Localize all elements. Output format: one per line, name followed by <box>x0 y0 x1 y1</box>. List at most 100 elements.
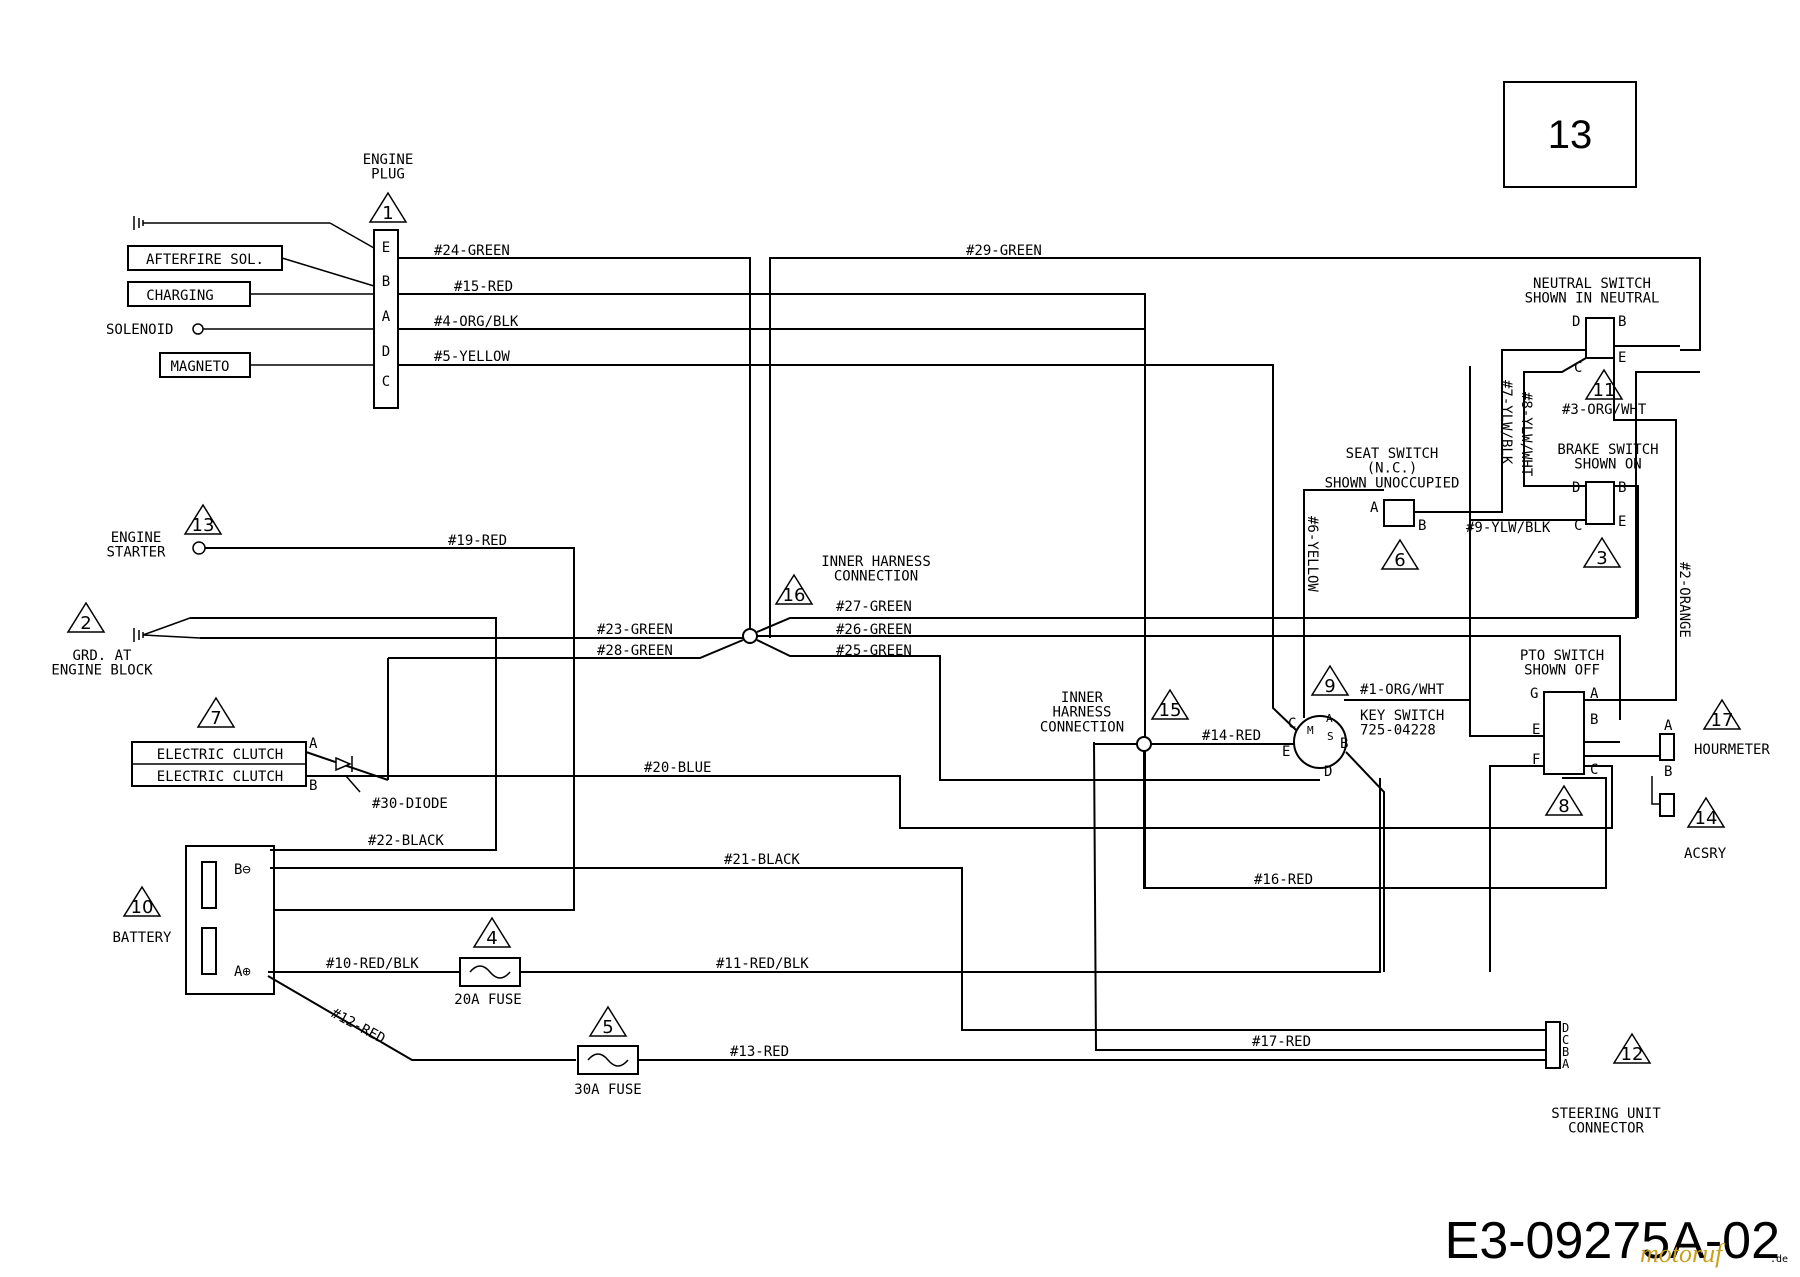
svg-text:13: 13 <box>192 515 215 536</box>
wire-3: #3-ORG/WHT <box>1562 402 1647 418</box>
callout-8: 8 <box>1544 784 1584 817</box>
wire-9: #9-YLW/BLK <box>1466 520 1551 536</box>
page-number-box <box>1503 81 1637 188</box>
hour-pin-a: A <box>1664 718 1673 734</box>
wire-6-path <box>1303 489 1384 718</box>
pto-f-wire <box>1489 765 1544 972</box>
svg-text:D: D <box>382 344 390 360</box>
wire-19: #19-RED <box>448 533 507 549</box>
wire-13: #13-RED <box>730 1044 789 1060</box>
wire-1: #1-ORG/WHT <box>1360 682 1445 698</box>
svg-text:3: 3 <box>1596 548 1607 569</box>
harness-wires <box>200 371 1700 781</box>
battery-plus-label: A⊕ <box>234 964 251 980</box>
svg-text:6: 6 <box>1394 550 1405 571</box>
clutch-pin-b: B <box>309 778 317 794</box>
engine-plug-block <box>373 229 399 409</box>
seat-switch-label: SEAT SWITCH(N.C.)SHOWN UNOCCUPIED <box>1325 446 1460 491</box>
svg-text:7: 7 <box>210 708 221 729</box>
fuse-30a-label: 30A FUSE <box>574 1082 641 1098</box>
svg-text:M: M <box>1307 724 1314 737</box>
wire-6: #6-YELLOW <box>1304 516 1320 592</box>
callout-10: 10 <box>122 885 162 918</box>
svg-text:2: 2 <box>80 613 91 634</box>
solenoid-label: SOLENOID <box>106 322 173 338</box>
fuse-20a-label: 20A FUSE <box>454 992 521 1008</box>
seat-switch <box>1383 499 1415 527</box>
svg-text:C: C <box>1562 1033 1569 1047</box>
svg-text:D: D <box>1324 764 1332 780</box>
svg-text:12: 12 <box>1621 1044 1644 1065</box>
fuse-30a-icon <box>587 1053 629 1067</box>
pto-pin-a: A <box>1590 686 1599 702</box>
charging-label: CHARGING <box>146 288 213 304</box>
wire-11: #11-RED/BLK <box>716 956 809 972</box>
battery-minus-label: B⊖ <box>234 862 251 878</box>
neutral-pin-c: C <box>1574 360 1582 376</box>
magneto-label: MAGNETO <box>170 359 229 375</box>
callout-2: 2 <box>66 601 106 634</box>
hourmeter-label: HOURMETER <box>1694 742 1770 758</box>
drawing-code: E3-09275A-02 <box>1445 1212 1780 1270</box>
svg-text:A: A <box>382 309 391 325</box>
wire-25: #25-GREEN <box>836 643 912 659</box>
svg-text:15: 15 <box>1159 700 1182 721</box>
seat-pin-a: A <box>1370 500 1379 516</box>
svg-text:16: 16 <box>783 585 806 606</box>
svg-text:11: 11 <box>1593 380 1616 401</box>
wire-21: #21-BLACK <box>724 852 800 868</box>
brake-switch <box>1585 481 1615 525</box>
plug-wires <box>398 257 1701 888</box>
pto-pin-g: G <box>1530 686 1538 702</box>
wire-12: #12-RED <box>328 1005 388 1047</box>
wire-7-path <box>1414 349 1586 513</box>
inner-harness-mid-node <box>1136 736 1152 752</box>
inner-harness-node <box>742 628 758 644</box>
brake-pin-b: B <box>1618 480 1626 496</box>
callout-16: 16 <box>774 573 814 606</box>
key-switch-pins: C E A B D S M <box>1282 712 1348 780</box>
acsry-wire <box>1651 776 1660 805</box>
pto-pin-b: B <box>1590 712 1598 728</box>
pto-pin-f: F <box>1532 752 1540 768</box>
clutch-label-2: ELECTRIC CLUTCH <box>157 769 283 785</box>
wire-17: #17-RED <box>1252 1034 1311 1050</box>
svg-text:1: 1 <box>382 203 393 224</box>
fuse-20a-icon <box>469 965 511 979</box>
clutch-label-1: ELECTRIC CLUTCH <box>157 747 283 763</box>
plug-pin-letters: E B A D C <box>382 240 391 390</box>
svg-text:S: S <box>1327 730 1334 743</box>
brake-pin-e: E <box>1618 514 1626 530</box>
callout-12: 12 <box>1612 1032 1652 1065</box>
key-switch <box>1293 715 1347 769</box>
wire-5: #5-YELLOW <box>434 349 510 365</box>
svg-text:E: E <box>1282 744 1290 760</box>
wire-8-path <box>1523 357 1587 487</box>
afterfire-label: AFTERFIRE SOL. <box>146 252 264 268</box>
brake-pin-d: D <box>1572 480 1580 496</box>
wire-20-path <box>306 765 1613 829</box>
wire-27: #27-GREEN <box>836 599 912 615</box>
callout-3: 3 <box>1582 536 1622 569</box>
wire-24: #24-GREEN <box>434 243 510 259</box>
svg-text:4: 4 <box>486 928 497 949</box>
battery-label: BATTERY <box>112 930 172 946</box>
pto-pin-c: C <box>1590 762 1598 778</box>
wire-1-path <box>1344 366 1471 701</box>
callout-13: 13 <box>183 503 223 536</box>
wire-2-path <box>1613 358 1677 701</box>
watermark-tld: .de <box>1770 1254 1788 1265</box>
acsry-connector <box>1659 793 1675 817</box>
battery-wires <box>267 741 1607 1061</box>
wire-20: #20-BLUE <box>644 760 711 776</box>
svg-text:8: 8 <box>1558 796 1569 817</box>
svg-text:E: E <box>382 240 390 256</box>
wire-8: #8-YLW/WHT <box>1518 392 1534 477</box>
